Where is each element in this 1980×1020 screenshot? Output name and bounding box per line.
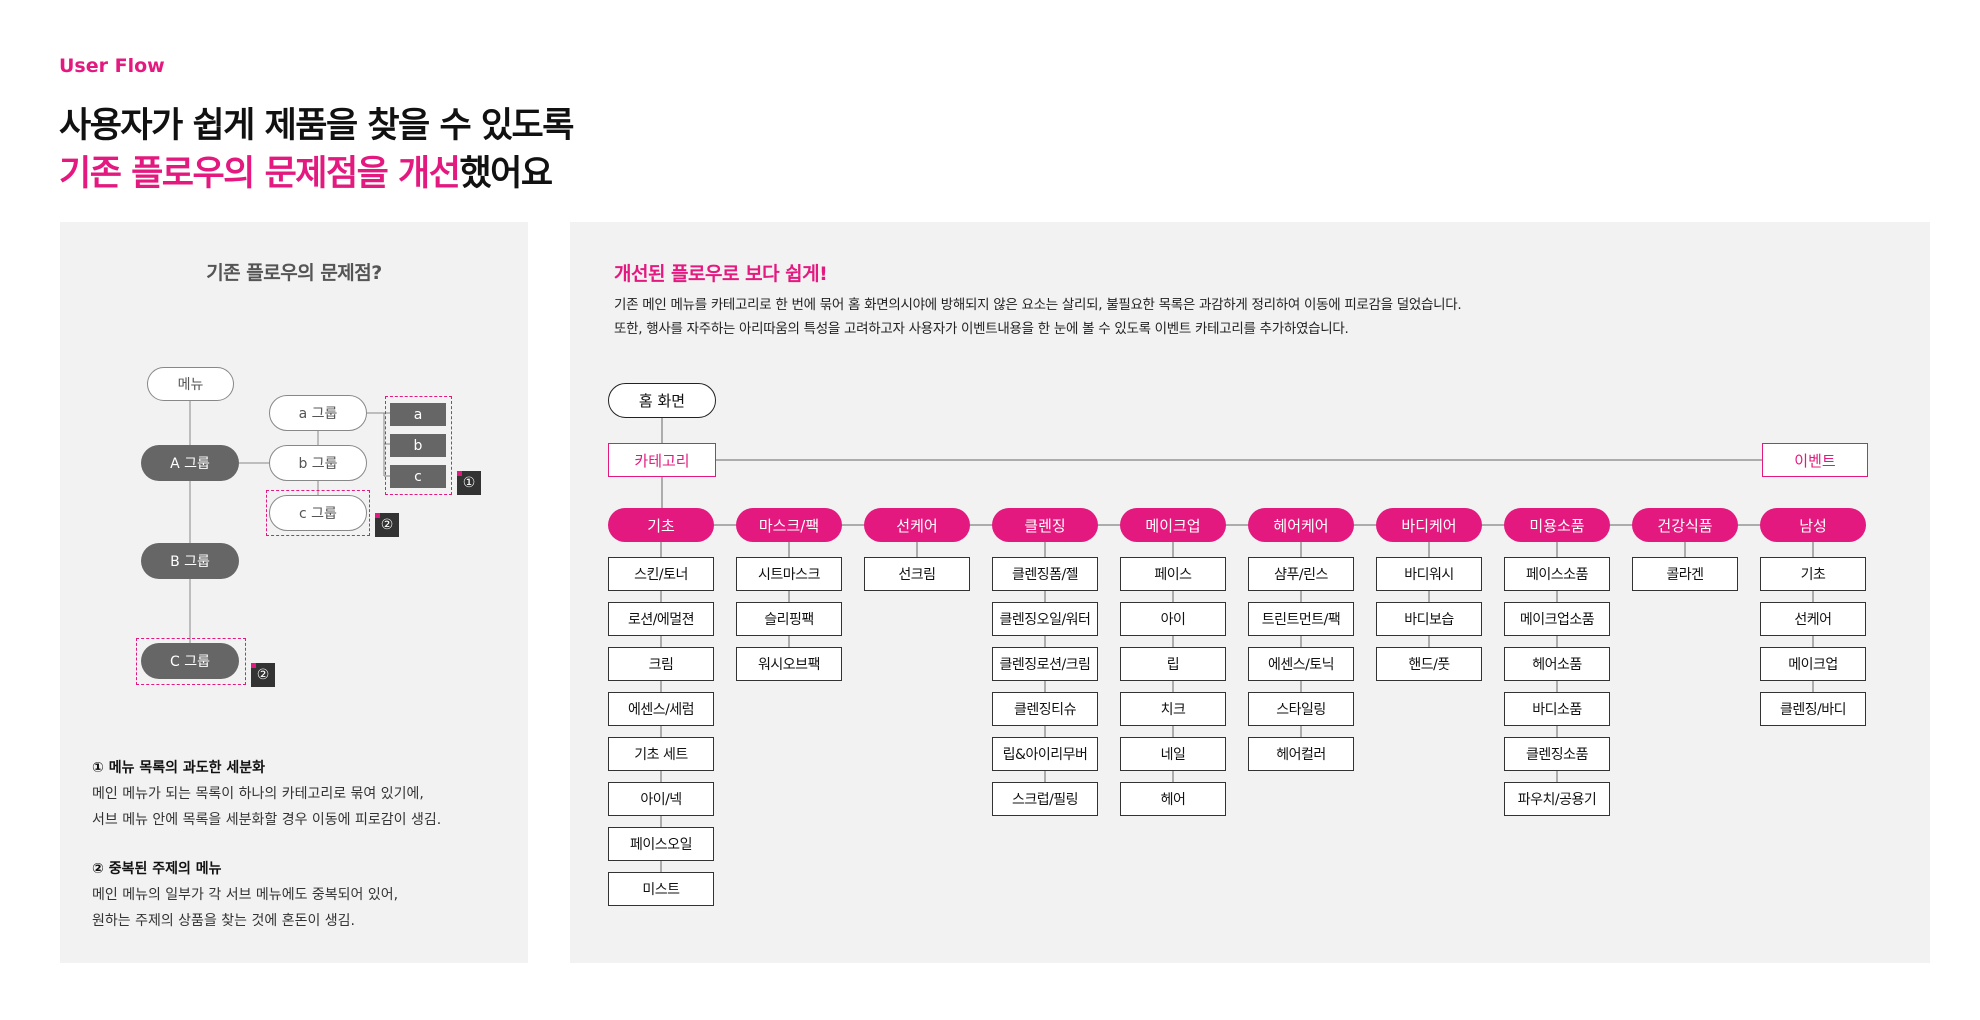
note-1-line2: 서브 메뉴 안에 목록을 세분화할 경우 이동에 피로감이 생김. [92, 812, 442, 828]
subcategory-node: 클렌징폼/젤 [992, 557, 1098, 591]
highlight-box-2b [136, 638, 246, 685]
subcategory-node: 메이크업소품 [1504, 602, 1610, 636]
subcategory-node: 클렌징소품 [1504, 737, 1610, 771]
description-line1: 기존 메인 메뉴를 카테고리로 한 번에 묶어 홈 화면의시야에 방해되지 않은… [614, 297, 1462, 313]
new-flow-description: 기존 메인 메뉴를 카테고리로 한 번에 묶어 홈 화면의시야에 방해되지 않은… [614, 293, 1462, 341]
highlight-box-1 [385, 396, 452, 495]
note-1-line1: 메인 메뉴가 되는 목록이 하나의 카테고리로 묶여 있기에, [92, 786, 424, 802]
sub-b-group-node: b 그룹 [269, 445, 367, 481]
category-pill: 선케어 [864, 508, 970, 542]
headline-highlight: 기존 플로우의 문제점을 개선 [59, 154, 461, 194]
subcategory-node: 바디소품 [1504, 692, 1610, 726]
subcategory-node: 페이스 [1120, 557, 1226, 591]
category-pill: 미용소품 [1504, 508, 1610, 542]
subcategory-node: 콜라겐 [1632, 557, 1738, 591]
subcategory-node: 슬리핑팩 [736, 602, 842, 636]
category-pill: 클렌징 [992, 508, 1098, 542]
subcategory-node: 미스트 [608, 872, 714, 906]
subcategory-node: 로션/에멀젼 [608, 602, 714, 636]
subcategory-node: 워시오브팩 [736, 647, 842, 681]
subcategory-node: 헤어소품 [1504, 647, 1610, 681]
old-flow-title: 기존 플로우의 문제점? [206, 262, 382, 284]
subcategory-node: 샴푸/린스 [1248, 557, 1354, 591]
subcategory-node: 선크림 [864, 557, 970, 591]
category-pill: 건강식품 [1632, 508, 1738, 542]
b-group-node: B 그룹 [141, 543, 239, 579]
category-pill: 마스크/팩 [736, 508, 842, 542]
description-line2: 또한, 행사를 자주하는 아리따움의 특성을 고려하고자 사용자가 이벤트내용을… [614, 321, 1349, 337]
badge-2b: ② [251, 663, 275, 687]
subcategory-node: 바디워시 [1376, 557, 1482, 591]
new-flow-panel [570, 222, 1930, 963]
subcategory-node: 치크 [1120, 692, 1226, 726]
category-pill: 기초 [608, 508, 714, 542]
subcategory-node: 아이 [1120, 602, 1226, 636]
subcategory-node: 클렌징티슈 [992, 692, 1098, 726]
category-pill: 바디케어 [1376, 508, 1482, 542]
category-pill: 메이크업 [1120, 508, 1226, 542]
subcategory-node: 핸드/풋 [1376, 647, 1482, 681]
menu-node: 메뉴 [147, 367, 234, 401]
subcategory-node: 에센스/세럼 [608, 692, 714, 726]
headline-rest: 했어요 [459, 154, 553, 194]
subcategory-node: 페이스소품 [1504, 557, 1610, 591]
subcategory-node: 헤어컬러 [1248, 737, 1354, 771]
subcategory-node: 파우치/공용기 [1504, 782, 1610, 816]
event-node: 이벤트 [1762, 443, 1868, 477]
subcategory-node: 기초 세트 [608, 737, 714, 771]
subcategory-node: 클렌징로션/크림 [992, 647, 1098, 681]
subcategory-node: 스타일링 [1248, 692, 1354, 726]
subcategory-node: 페이스오일 [608, 827, 714, 861]
category-node: 카테고리 [608, 443, 716, 477]
subcategory-node: 헤어 [1120, 782, 1226, 816]
subcategory-node: 네일 [1120, 737, 1226, 771]
note-2-title: ② 중복된 주제의 메뉴 [92, 861, 222, 877]
subcategory-node: 메이크업 [1760, 647, 1866, 681]
headline-line1: 사용자가 쉽게 제품을 찾을 수 있도록 [59, 106, 574, 146]
subcategory-node: 시트마스크 [736, 557, 842, 591]
badge-1: ① [457, 471, 481, 495]
item-b-box: b [390, 434, 446, 457]
subcategory-node: 립&아이리무버 [992, 737, 1098, 771]
highlight-box-2a [266, 490, 370, 536]
a-group-node: A 그룹 [141, 445, 239, 481]
subcategory-node: 클렌징오일/워터 [992, 602, 1098, 636]
new-flow-title: 개선된 플로우로 보다 쉽게! [614, 263, 828, 285]
subcategory-node: 스킨/토너 [608, 557, 714, 591]
category-pill: 헤어케어 [1248, 508, 1354, 542]
note-2: ② 중복된 주제의 메뉴 메인 메뉴의 일부가 각 서브 메뉴에도 중복되어 있… [92, 858, 512, 934]
subcategory-node: 선케어 [1760, 602, 1866, 636]
headline-line2: 기존 플로우의 문제점을 개선했어요 [59, 150, 573, 198]
note-1-title: ① 메뉴 목록의 과도한 세분화 [92, 760, 266, 776]
subcategory-node: 에센스/토닉 [1248, 647, 1354, 681]
subcategory-node: 클렌징/바디 [1760, 692, 1866, 726]
sub-c-group-node: c 그룹 [269, 495, 367, 531]
note-1: ① 메뉴 목록의 과도한 세분화 메인 메뉴가 되는 목록이 하나의 카테고리로… [92, 757, 512, 833]
subcategory-node: 기초 [1760, 557, 1866, 591]
home-screen-node: 홈 화면 [608, 383, 716, 418]
eyebrow-label: User Flow [59, 55, 165, 77]
badge-2a: ② [375, 513, 399, 537]
subcategory-node: 립 [1120, 647, 1226, 681]
subcategory-node: 크림 [608, 647, 714, 681]
subcategory-node: 트린트먼트/팩 [1248, 602, 1354, 636]
subcategory-node: 스크럽/필링 [992, 782, 1098, 816]
category-pill: 남성 [1760, 508, 1866, 542]
subcategory-node: 아이/넥 [608, 782, 714, 816]
c-group-node: C 그룹 [141, 643, 239, 679]
old-flow-panel [60, 222, 528, 963]
subcategory-node: 바디보습 [1376, 602, 1482, 636]
item-c-box: c [390, 465, 446, 488]
headline: 사용자가 쉽게 제품을 찾을 수 있도록 기존 플로우의 문제점을 개선했어요 [59, 102, 574, 198]
note-2-line2: 원하는 주제의 상품을 찾는 것에 혼돈이 생김. [92, 913, 355, 929]
sub-a-group-node: a 그룹 [269, 395, 367, 431]
note-2-line1: 메인 메뉴의 일부가 각 서브 메뉴에도 중복되어 있어, [92, 887, 399, 903]
item-a-box: a [390, 403, 446, 426]
